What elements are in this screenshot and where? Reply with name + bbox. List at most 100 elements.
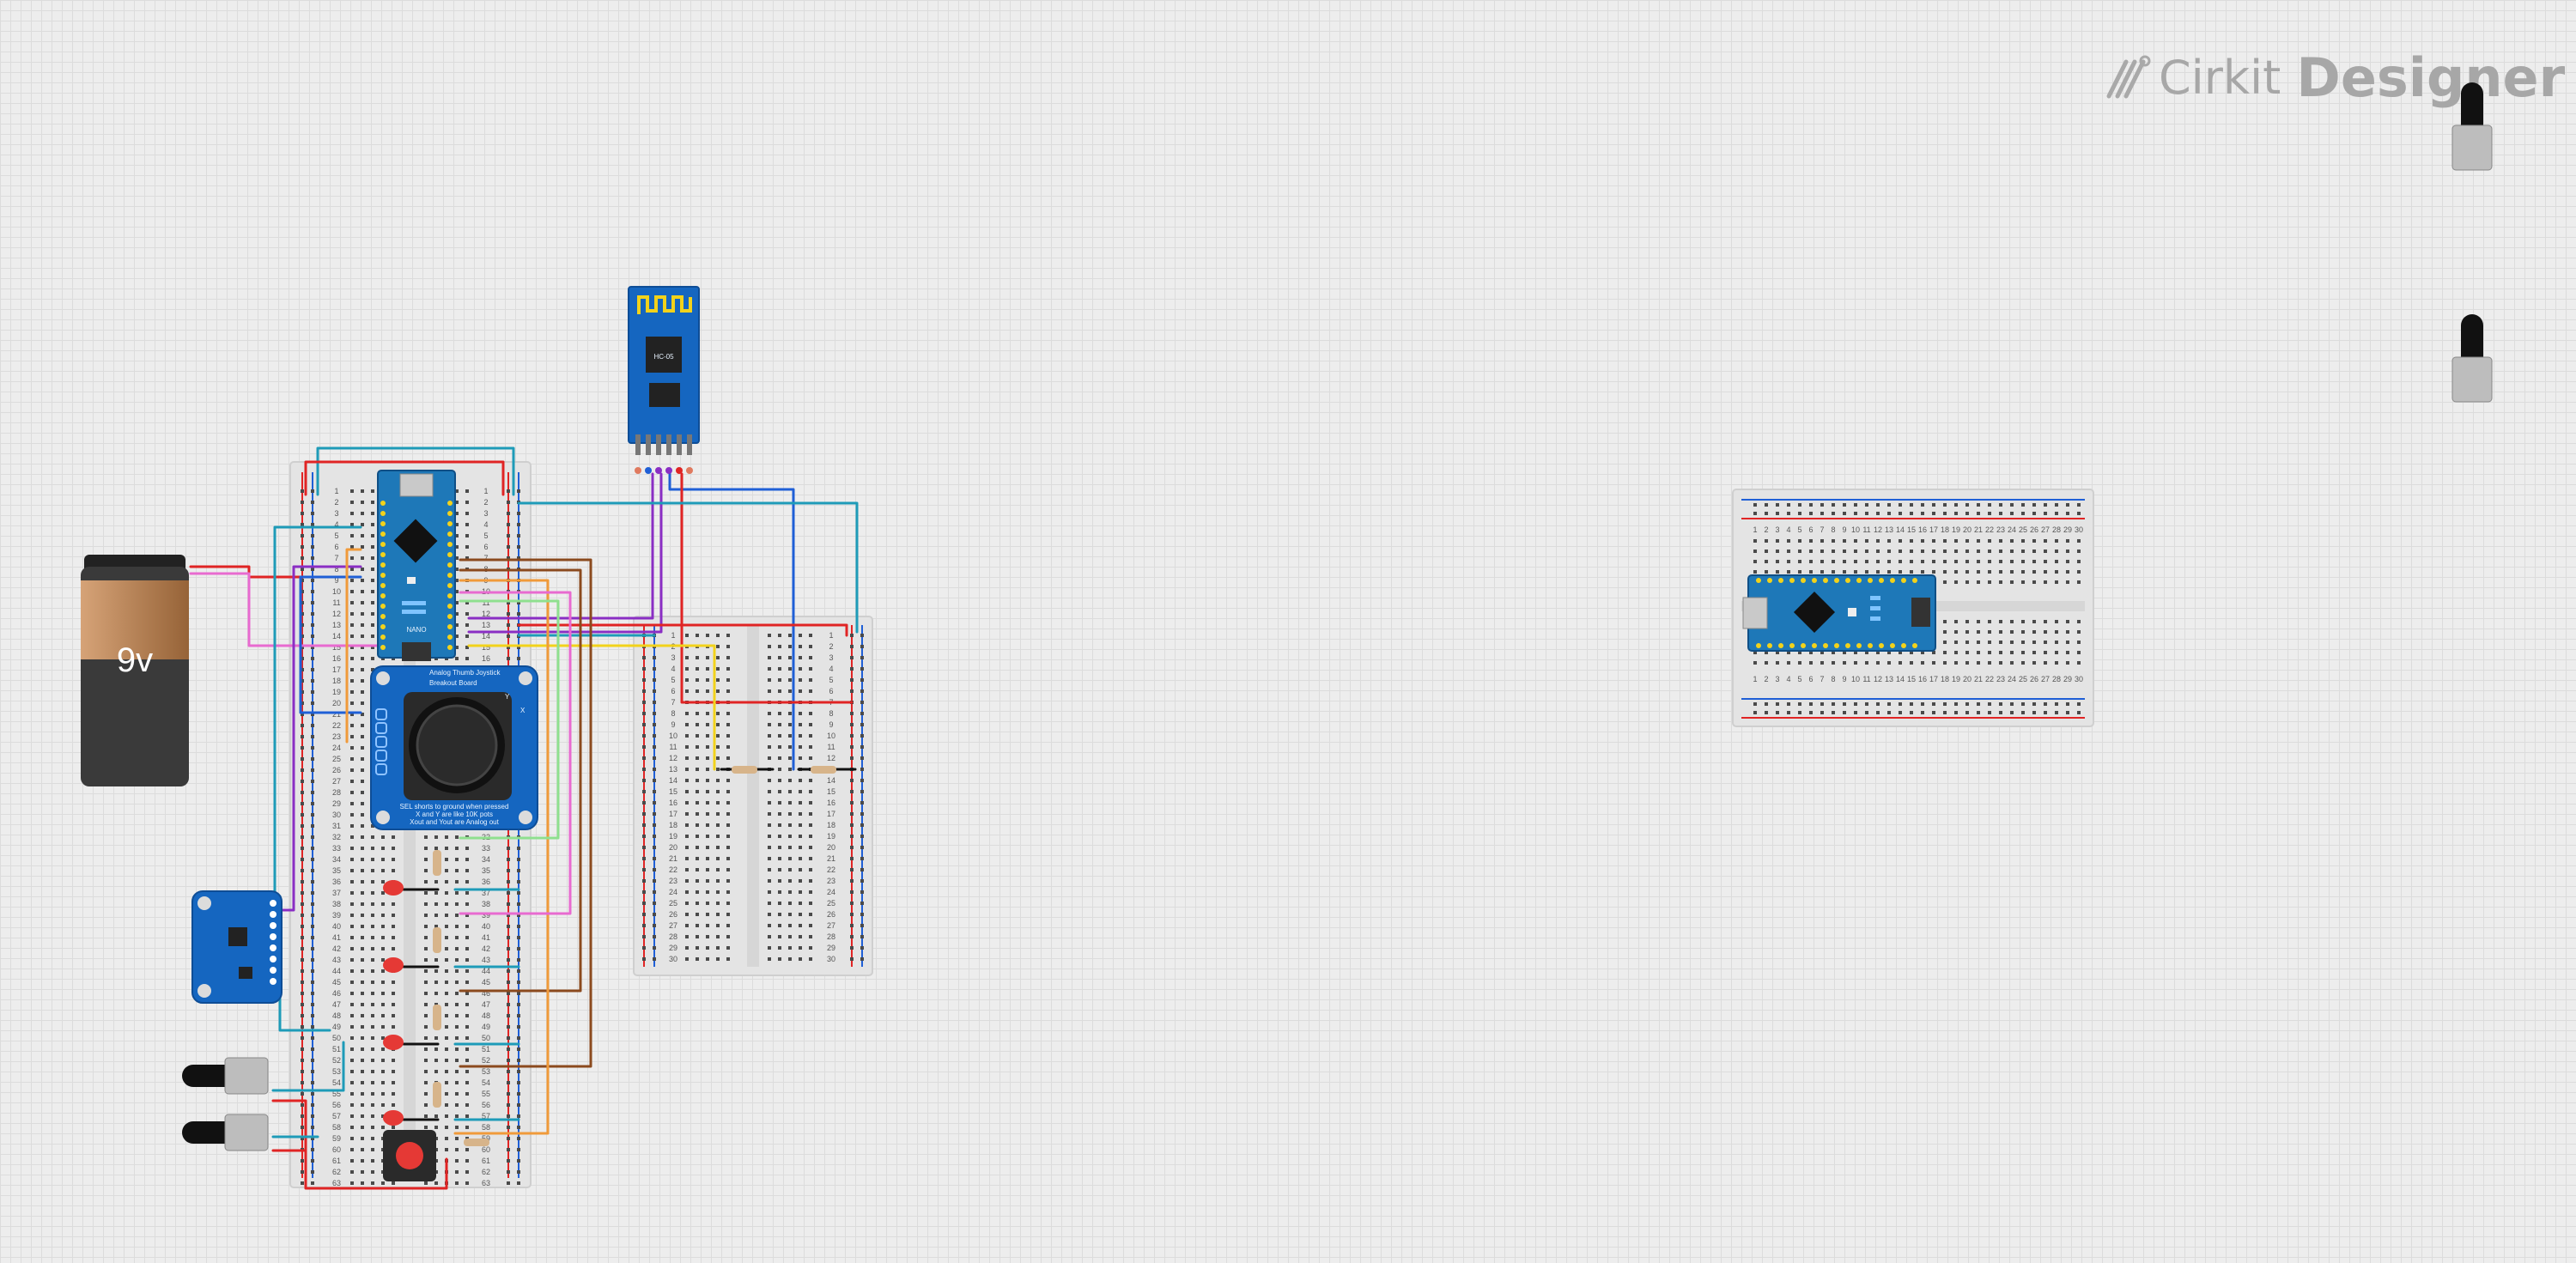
breadboard-hole[interactable] [455, 891, 459, 895]
breadboard-hole[interactable] [1965, 630, 1969, 634]
breadboard-hole[interactable] [301, 824, 304, 828]
breadboard-hole[interactable] [311, 579, 314, 582]
breadboard-hole[interactable] [311, 489, 314, 493]
breadboard-hole[interactable] [517, 1181, 520, 1185]
breadboard-hole[interactable] [465, 1181, 469, 1185]
breadboard-hole[interactable] [507, 556, 510, 560]
breadboard-hole[interactable] [726, 935, 730, 938]
breadboard-hole[interactable] [301, 724, 304, 727]
breadboard-hole[interactable] [799, 890, 802, 894]
breadboard-hole[interactable] [311, 1070, 314, 1073]
breadboard-hole[interactable] [2066, 570, 2069, 574]
breadboard-hole[interactable] [2077, 630, 2081, 634]
breadboard-hole[interactable] [301, 914, 304, 917]
breadboard-hole[interactable] [706, 946, 709, 950]
breadboard-hole[interactable] [653, 946, 656, 950]
breadboard-hole[interactable] [1932, 570, 1935, 574]
wire-battery-red[interactable] [189, 565, 335, 579]
breadboard-hole[interactable] [685, 902, 689, 905]
breadboard-hole[interactable] [2021, 630, 2025, 634]
breadboard-hole[interactable] [1932, 711, 1935, 714]
breadboard-hole[interactable] [1988, 661, 1991, 665]
breadboard-hole[interactable] [361, 724, 364, 727]
nano-pin[interactable] [1756, 578, 1761, 583]
breadboard-hole[interactable] [809, 868, 812, 871]
breadboard-hole[interactable] [2032, 651, 2036, 654]
breadboard-hole[interactable] [465, 914, 469, 917]
breadboard-hole[interactable] [381, 992, 385, 995]
breadboard-hole[interactable] [361, 936, 364, 939]
breadboard-hole[interactable] [1943, 539, 1947, 543]
breadboard-hole[interactable] [465, 891, 469, 895]
breadboard-hole[interactable] [455, 612, 459, 616]
breadboard-hole[interactable] [1787, 651, 1790, 654]
breadboard-hole[interactable] [445, 1148, 448, 1151]
breadboard-hole[interactable] [350, 679, 354, 683]
breadboard-hole[interactable] [371, 568, 374, 571]
breadboard-hole[interactable] [1776, 503, 1779, 507]
breadboard-hole[interactable] [455, 623, 459, 627]
breadboard-hole[interactable] [850, 946, 854, 950]
breadboard-hole[interactable] [350, 813, 354, 817]
breadboard-hole[interactable] [696, 756, 699, 760]
breadboard-hole[interactable] [1977, 503, 1980, 507]
breadboard-hole[interactable] [2055, 512, 2058, 515]
breadboard-hole[interactable] [465, 992, 469, 995]
breadboard-hole[interactable] [350, 668, 354, 671]
breadboard-hole[interactable] [653, 913, 656, 916]
breadboard-hole[interactable] [653, 689, 656, 693]
breadboard-hole[interactable] [788, 857, 792, 860]
breadboard-hole[interactable] [696, 835, 699, 838]
breadboard-hole[interactable] [1977, 661, 1980, 665]
breadboard-hole[interactable] [507, 847, 510, 850]
breadboard-hole[interactable] [507, 1159, 510, 1163]
breadboard-hole[interactable] [350, 534, 354, 537]
breadboard-hole[interactable] [301, 512, 304, 515]
breadboard-hole[interactable] [507, 601, 510, 604]
breadboard-hole[interactable] [768, 790, 771, 793]
breadboard-hole[interactable] [455, 1081, 459, 1084]
breadboard-hole[interactable] [445, 1126, 448, 1129]
breadboard-hole[interactable] [350, 1036, 354, 1040]
breadboard-hole[interactable] [371, 1081, 374, 1084]
breadboard-hole[interactable] [2066, 539, 2069, 543]
breadboard-hole[interactable] [768, 801, 771, 805]
bluetooth-pin-end[interactable] [655, 467, 662, 474]
nano-pin[interactable] [1778, 643, 1783, 648]
breadboard-hole[interactable] [350, 501, 354, 504]
breadboard-hole[interactable] [1965, 711, 1969, 714]
breadboard-hole[interactable] [1820, 651, 1824, 654]
nano-pin[interactable] [1812, 643, 1817, 648]
breadboard-hole[interactable] [706, 756, 709, 760]
nano-pin[interactable] [447, 573, 453, 578]
bluetooth-pin-end[interactable] [665, 467, 672, 474]
breadboard-hole[interactable] [455, 969, 459, 973]
breadboard-hole[interactable] [1787, 512, 1790, 515]
breadboard-hole[interactable] [696, 790, 699, 793]
breadboard-hole[interactable] [350, 489, 354, 493]
breadboard-hole[interactable] [860, 857, 864, 860]
breadboard-hole[interactable] [465, 1081, 469, 1084]
breadboard-hole[interactable] [445, 902, 448, 906]
breadboard-hole[interactable] [2032, 550, 2036, 553]
breadboard-hole[interactable] [696, 812, 699, 816]
breadboard-hole[interactable] [445, 880, 448, 883]
breadboard-hole[interactable] [809, 689, 812, 693]
breadboard-hole[interactable] [507, 925, 510, 928]
breadboard-hole[interactable] [1854, 711, 1857, 714]
breadboard-hole[interactable] [350, 936, 354, 939]
breadboard-hole[interactable] [1988, 702, 1991, 706]
breadboard-hole[interactable] [2066, 550, 2069, 553]
breadboard-hole[interactable] [1832, 503, 1835, 507]
breadboard-hole[interactable] [685, 890, 689, 894]
breadboard-hole[interactable] [1865, 503, 1868, 507]
breadboard-hole[interactable] [1843, 570, 1846, 574]
breadboard-hole[interactable] [696, 913, 699, 916]
breadboard-hole[interactable] [424, 1114, 428, 1118]
breadboard-hole[interactable] [381, 835, 385, 839]
breadboard-hole[interactable] [350, 780, 354, 783]
breadboard-hole[interactable] [788, 678, 792, 682]
breadboard-hole[interactable] [507, 635, 510, 638]
breadboard-hole[interactable] [1820, 702, 1824, 706]
